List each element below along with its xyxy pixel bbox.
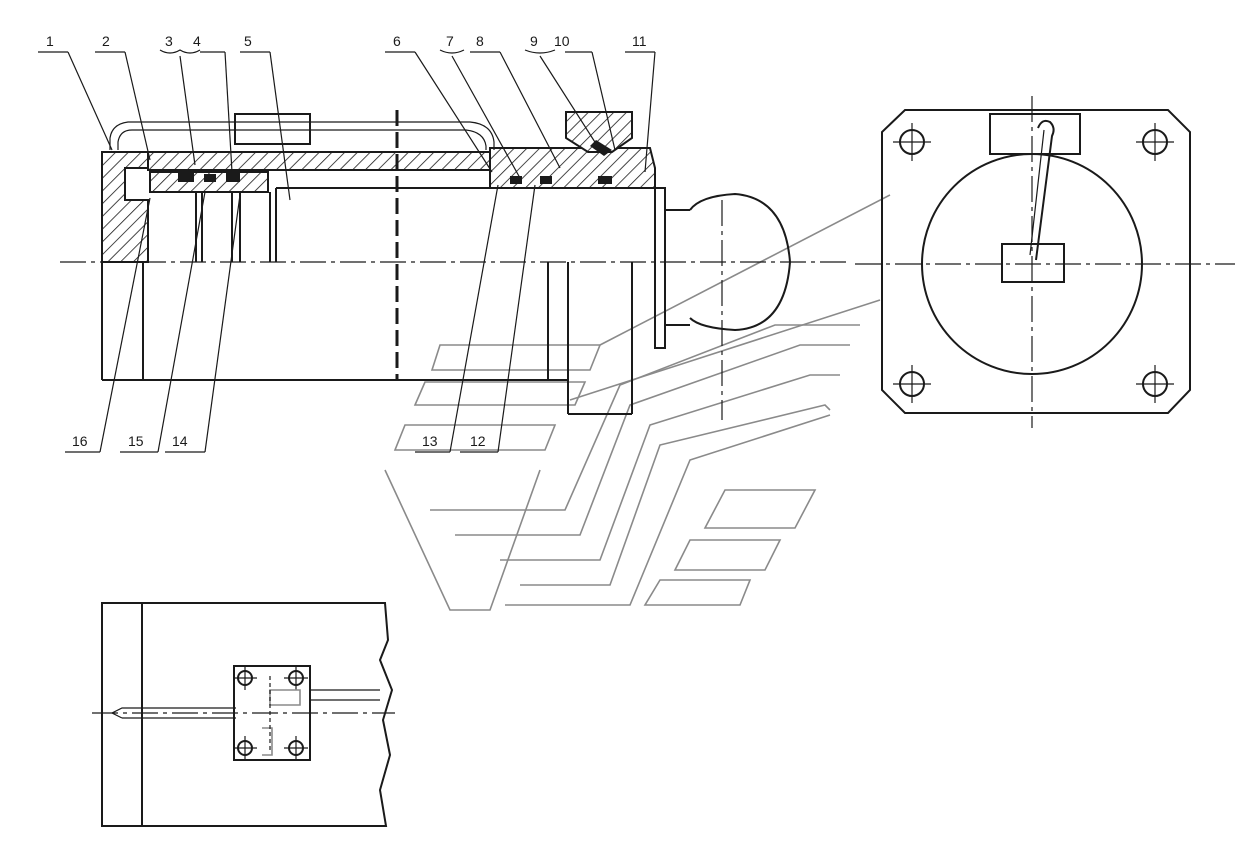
part-label-8: 8 (476, 33, 484, 49)
cylinder-end-view (855, 96, 1235, 428)
part-label-12: 12 (470, 433, 486, 449)
part-label-7: 7 (446, 33, 454, 49)
part-label-10: 10 (554, 33, 570, 49)
part-label-5: 5 (244, 33, 252, 49)
part-label-13: 13 (422, 433, 438, 449)
leader-lines (38, 49, 656, 453)
part-label-3: 3 (165, 33, 173, 49)
part-number-labels: 1 2 3 4 5 6 7 8 9 10 11 16 15 14 13 12 (46, 33, 647, 449)
watermark-logo (384, 194, 891, 611)
mounting-detail-view (92, 602, 395, 827)
part-label-14: 14 (172, 433, 188, 449)
part-label-2: 2 (102, 33, 110, 49)
part-label-6: 6 (393, 33, 401, 49)
part-label-15: 15 (128, 433, 144, 449)
cylinder-side-view (60, 110, 850, 420)
part-label-4: 4 (193, 33, 201, 49)
part-label-11: 11 (632, 33, 647, 49)
part-label-1: 1 (46, 33, 54, 49)
part-label-16: 16 (72, 433, 88, 449)
part-label-9: 9 (530, 33, 538, 49)
